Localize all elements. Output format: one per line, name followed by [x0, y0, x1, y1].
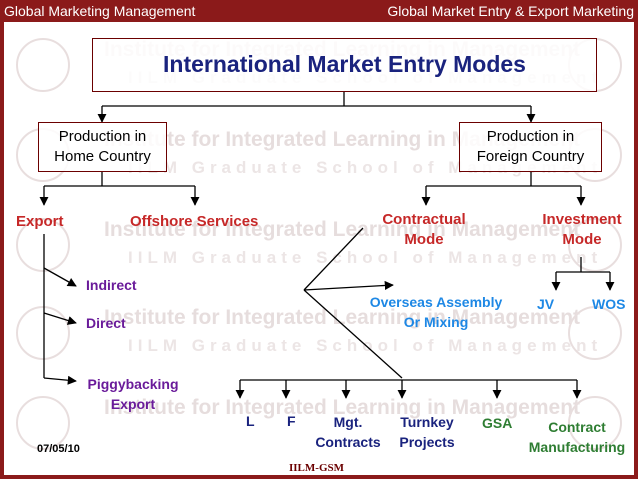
turnkey-projects-label: Turnkey Projects [390, 412, 464, 452]
direct-export-label: Direct [86, 315, 126, 331]
turnkey-projects-line2: Projects [399, 434, 455, 450]
header-bar: Global Marketing Management Global Marke… [0, 0, 638, 22]
foreign-country-box: Production in Foreign Country [459, 122, 602, 172]
foreign-country-line1: Production in [486, 128, 575, 145]
contract-manufacturing-label: Contract Manufacturing [519, 417, 635, 457]
slide-date: 07/05/10 [37, 443, 80, 455]
mgt-contracts-line2: Contracts [315, 434, 381, 450]
bottom-border [0, 475, 638, 479]
jv-label: JV [537, 296, 555, 312]
franchising-label: F [287, 413, 296, 429]
connector-arrow [43, 375, 77, 385]
piggybacking-export-label: Piggybacking Export [78, 374, 188, 414]
offshore-services-label: Offshore Services [130, 213, 259, 230]
investment-mode-line1: Investment [542, 211, 622, 228]
gsa-label: GSA [482, 415, 513, 431]
connector-line [303, 227, 364, 291]
contractual-mode-label: Contractual Mode [370, 210, 478, 250]
investment-mode-label: Investment Mode [532, 210, 632, 250]
mgt-contracts-line1: Mgt. [333, 414, 363, 430]
diagram-title-box: International Market Entry Modes [92, 38, 597, 92]
investment-mode-line2: Mode [562, 231, 602, 248]
home-country-box: Production in Home Country [38, 122, 167, 172]
piggybacking-line1: Piggybacking [87, 376, 179, 392]
mgt-contracts-label: Mgt. Contracts [310, 412, 386, 452]
footer-org: IILM-GSM [289, 462, 344, 474]
home-country-line2: Home Country [54, 148, 151, 165]
left-border [0, 22, 4, 479]
contract-manufacturing-line2: Manufacturing [528, 439, 626, 455]
export-label: Export [16, 213, 64, 230]
header-right-title: Global Market Entry & Export Marketing [387, 3, 634, 19]
licensing-label: L [246, 413, 255, 429]
overseas-assembly-line2: Or Mixing [403, 314, 469, 330]
wos-label: WOS [592, 296, 626, 312]
contract-manufacturing-line1: Contract [548, 419, 606, 435]
turnkey-projects-line1: Turnkey [400, 414, 454, 430]
connector-arrow [43, 267, 77, 287]
piggybacking-line2: Export [110, 396, 156, 412]
indirect-export-label: Indirect [86, 277, 137, 293]
right-border [634, 22, 638, 479]
foreign-country-line2: Foreign Country [476, 148, 585, 165]
home-country-line1: Production in [58, 128, 147, 145]
contractual-mode-line2: Mode [404, 231, 444, 248]
connector-arrow [43, 312, 77, 325]
diagram-title: International Market Entry Modes [163, 51, 526, 77]
overseas-assembly-label: Overseas Assembly Or Mixing [360, 292, 512, 332]
header-left-title: Global Marketing Management [4, 3, 196, 19]
connector-arrow [303, 280, 394, 291]
contractual-mode-line1: Contractual [382, 211, 466, 228]
connector-line [303, 289, 403, 379]
overseas-assembly-line1: Overseas Assembly [369, 294, 503, 310]
